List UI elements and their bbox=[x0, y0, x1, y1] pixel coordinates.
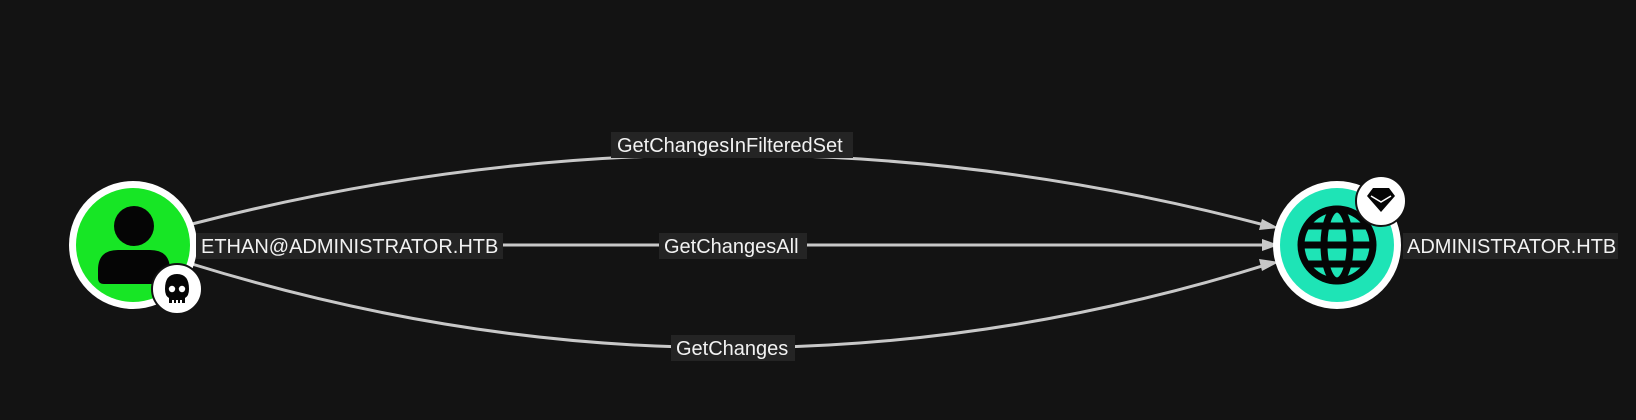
edge-arrowhead bbox=[1262, 239, 1279, 251]
edge-label-get-changes-in-filtered-set[interactable]: GetChangesInFilteredSet bbox=[611, 132, 853, 158]
edge-get-changes-in-filtered-set[interactable] bbox=[191, 153, 1279, 230]
node-domain[interactable]: ADMINISTRATOR.HTB bbox=[1273, 175, 1618, 309]
gem-icon bbox=[1355, 175, 1407, 227]
node-user[interactable]: ETHAN@ADMINISTRATOR.HTB bbox=[69, 181, 503, 315]
node-label-background bbox=[196, 233, 503, 259]
edge-line bbox=[191, 153, 1273, 229]
skull-icon bbox=[151, 263, 203, 315]
edge-label-text: GetChangesInFilteredSet bbox=[617, 135, 843, 157]
edge-label-text: GetChangesAll bbox=[664, 236, 799, 258]
edge-label-background bbox=[659, 233, 807, 259]
user-icon bbox=[98, 206, 170, 284]
edge-label-background bbox=[611, 132, 853, 158]
edge-arrowhead bbox=[1259, 219, 1279, 230]
edge-label-background bbox=[671, 335, 795, 361]
edge-arrowhead bbox=[1259, 259, 1279, 271]
edge-label-get-changes[interactable]: GetChanges bbox=[671, 335, 795, 361]
node-label-user: ETHAN@ADMINISTRATOR.HTB bbox=[201, 236, 498, 258]
edge-label-get-changes-all[interactable]: GetChangesAll bbox=[659, 233, 807, 259]
globe-icon bbox=[1297, 205, 1377, 285]
node-label-domain: ADMINISTRATOR.HTB bbox=[1407, 236, 1616, 258]
edge-get-changes[interactable] bbox=[191, 259, 1279, 350]
edge-label-text: GetChanges bbox=[676, 338, 788, 360]
node-label-background bbox=[1403, 233, 1618, 259]
